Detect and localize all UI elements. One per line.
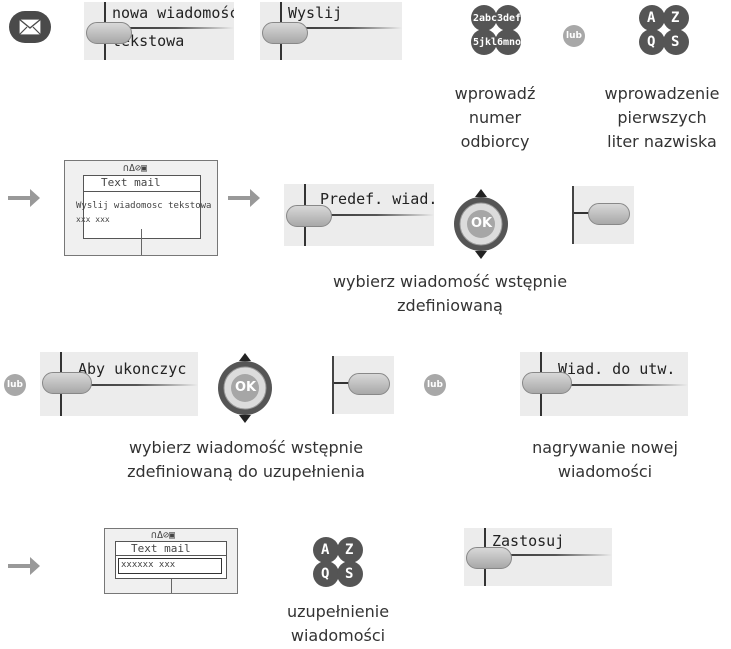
softkey-button[interactable]: [522, 372, 572, 394]
display-line-1: Zastosuj: [492, 532, 565, 550]
screen-line-2: xxx xxx: [76, 215, 110, 224]
key-q: Q: [647, 34, 656, 50]
phone-screen-text-mail: ∩Δ⊘▣ Text mail Wyslij wiadomosc tekstowa…: [64, 160, 218, 256]
key-s: S: [671, 34, 680, 50]
softkey-button[interactable]: [262, 22, 308, 44]
or-badge: lub: [424, 374, 446, 396]
key-z: Z: [345, 542, 354, 558]
display-line-1: Wyslij: [288, 4, 343, 22]
arrow-right-icon: [6, 554, 42, 578]
key-a: A: [321, 542, 330, 558]
display-to-complete: Aby ukonczyc: [40, 352, 198, 416]
key-3: 3def: [497, 13, 522, 24]
phone-screen-text-mail-edit: ∩Δ⊘▣ Text mail xxxxxx xxx: [104, 528, 238, 594]
screen-line-1: xxxxxx xxx: [121, 560, 176, 570]
display-line-1: Aby ukonczyc: [78, 360, 187, 378]
ok-navigator-icon[interactable]: OK: [216, 352, 274, 424]
key-5: 5jkl: [473, 37, 498, 48]
status-icons: ∩Δ⊘▣: [123, 163, 148, 174]
alpha-keypad-icon: A Z Q S: [310, 534, 366, 590]
ok-navigator-icon[interactable]: OK: [452, 188, 510, 260]
envelope-icon: [8, 10, 52, 44]
key-q: Q: [321, 566, 330, 582]
key-2: 2abc: [473, 13, 498, 24]
ok-label: OK: [471, 216, 493, 231]
key-6: 6mno: [497, 37, 522, 48]
softkey-button[interactable]: [42, 372, 92, 394]
arrow-right-icon: [226, 186, 262, 210]
key-a: A: [647, 10, 656, 26]
screen-line-1: Wyslij wiadomosc tekstowa: [76, 201, 212, 211]
arrow-right-icon: [6, 186, 42, 210]
right-softkey-icon[interactable]: [562, 186, 634, 244]
or-badge: lub: [563, 25, 585, 47]
softkey-button[interactable]: [286, 205, 332, 227]
screen-title: Text mail: [131, 542, 191, 555]
screen-title: Text mail: [101, 176, 161, 189]
key-z: Z: [671, 10, 680, 26]
display-line-1: Wiad. do utw.: [558, 360, 676, 378]
display-line-1: nowa wiadomość: [112, 4, 234, 22]
or-badge: lub: [4, 374, 26, 396]
softkey-button[interactable]: [466, 547, 512, 569]
right-softkey-icon[interactable]: [322, 356, 394, 414]
key-s: S: [345, 566, 354, 582]
softkey-button[interactable]: [86, 22, 132, 44]
display-line-1: Predef. wiad.: [320, 190, 438, 208]
status-icons: ∩Δ⊘▣: [151, 530, 176, 541]
numeric-keypad-icon: 2abc 3def 5jkl 6mno: [468, 2, 524, 58]
alpha-keypad-icon: A Z Q S: [636, 2, 692, 58]
ok-label: OK: [235, 380, 257, 395]
